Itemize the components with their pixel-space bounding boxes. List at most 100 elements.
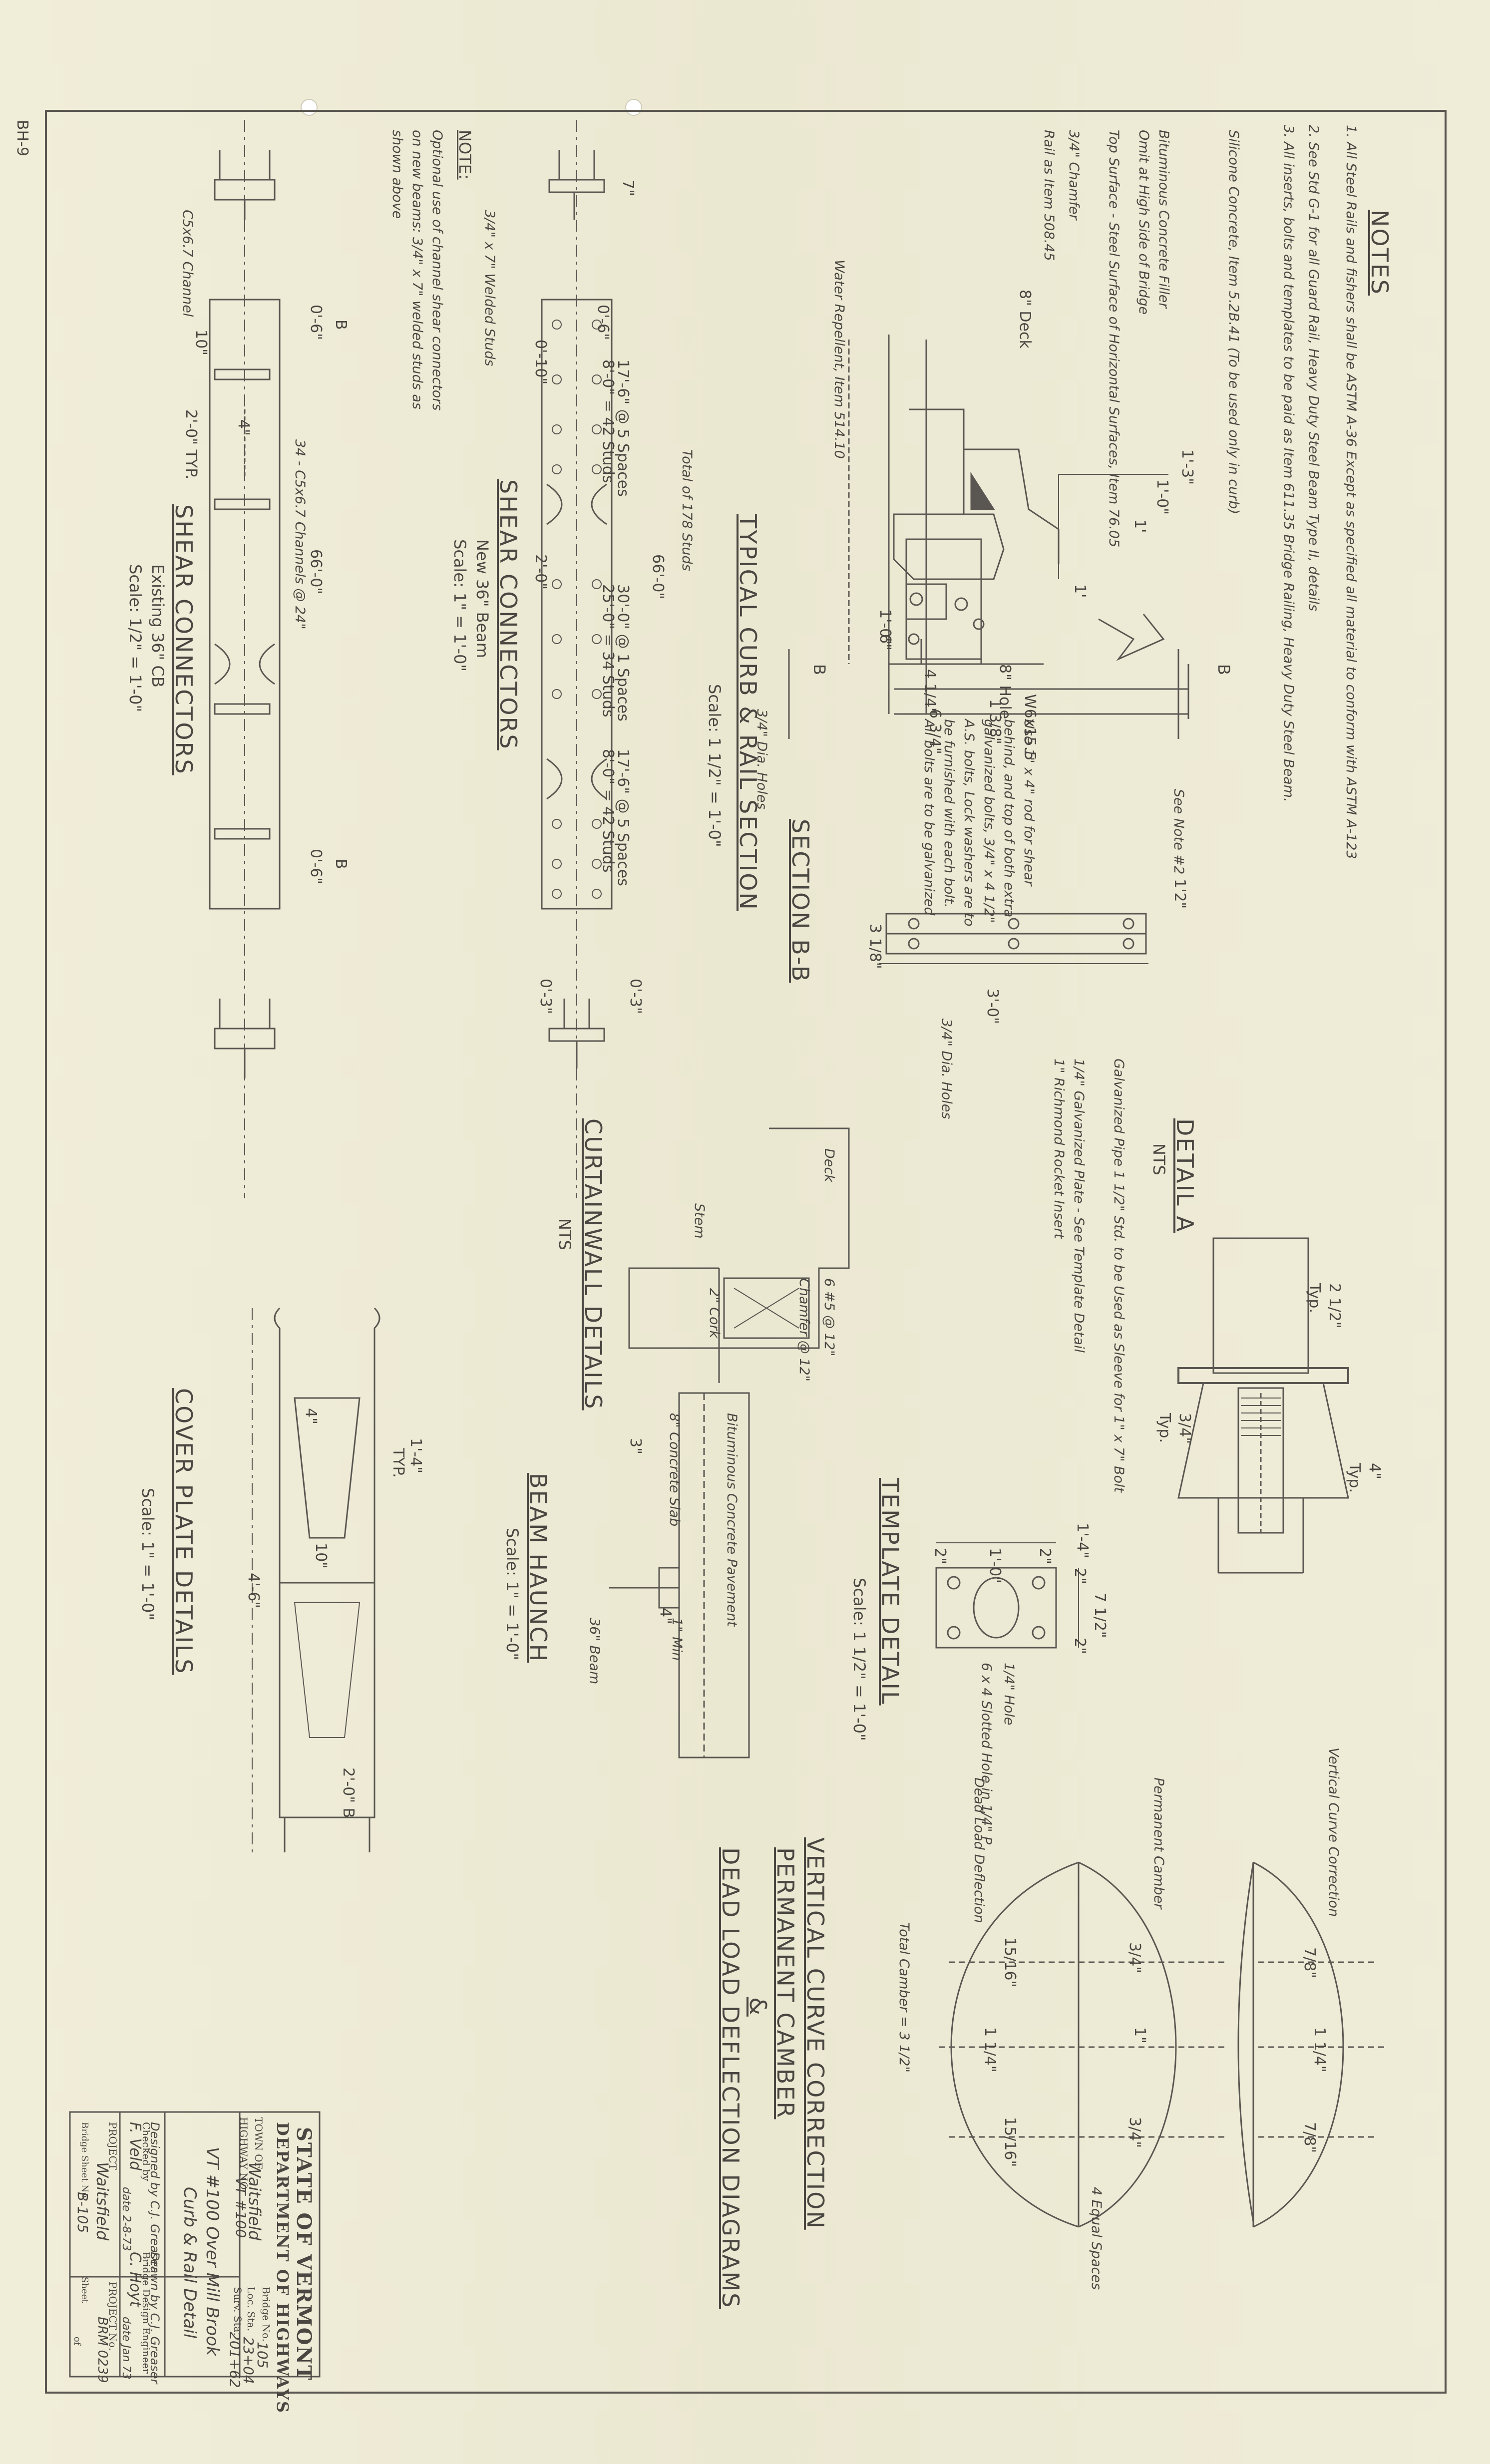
curb-callout: Water Repellent, Item 514.10 [831, 260, 847, 459]
beam-haunch-title: BEAM HAUNCH [525, 1473, 552, 1663]
tb-state: STATE OF VERMONT [292, 2127, 316, 2381]
tb-sig1: F. Veld [126, 2122, 144, 2171]
camber-value: 15/16" [1001, 1937, 1019, 1988]
curb-callout: Omit at High Side of Bridge [1136, 130, 1151, 315]
section-bb-dim: 3/4" Dia. Holes [939, 1019, 954, 1119]
section-bb-dim: 3 1/8" [866, 924, 884, 969]
detail-a-dim: 3/4" [1176, 1413, 1193, 1444]
note-1: 1. All Steel Rails and fishers shall be … [1343, 125, 1359, 859]
shear-new-dim: 8'-0" = 42 Studs [599, 359, 617, 483]
sheet-ref: BH-9 [13, 120, 31, 157]
curtainwall-title: CURTAINWALL DETAILS [580, 1118, 607, 1410]
camber-title-4: DEAD LOAD DEFLECTION DIAGRAMS [717, 1847, 744, 2309]
curtainwall-callout: 2" Cork [707, 1288, 722, 1339]
shear-new-dim: 17'-6" @ 5 Spaces [614, 749, 632, 886]
shear-existing-dim: 4" [235, 419, 252, 436]
shear-existing-title: SHEAR CONNECTORS [170, 504, 197, 775]
tb-of-label: of [72, 2337, 82, 2346]
curb-dim: 1 3/8" [986, 699, 1004, 744]
shear-new-dim: 8'-0" = 42 Studs [599, 749, 617, 873]
detail-a-callout: 1" Richmond Rocket Insert [1051, 1058, 1067, 1239]
notes-title: NOTES [1366, 210, 1393, 296]
cover-plate-dim: TYP. [389, 1448, 407, 1478]
cover-plate-dim: 10" [312, 1543, 330, 1569]
curtainwall-nts: NTS [555, 1218, 574, 1250]
shear-new-dim: 2'-0" [532, 554, 549, 590]
detail-a-dim: Typ. [1346, 1463, 1363, 1493]
template-callout: 1/4" Hole [1001, 1663, 1017, 1726]
curb-dim: 4 1/4" [921, 669, 939, 714]
curb-section-title: TYPICAL CURB & RAIL SECTION [735, 514, 761, 911]
camber-value: 3/4" [1126, 1942, 1143, 1974]
tb-project-no: BRM 0239 [95, 2317, 110, 2383]
tb-survsta-label: Surv. Sta. [232, 2287, 244, 2336]
camber-value: 7/8" [1301, 2122, 1318, 2153]
template-dim: 2" [1036, 1548, 1054, 1564]
binder-hole [625, 99, 642, 116]
curb-callout: Rail as Item 508.45 [1041, 130, 1057, 261]
section-mark-b: B [1214, 664, 1233, 675]
tb-project-loc: Waitsfield [93, 2162, 112, 2241]
curtainwall-drawing [628, 1127, 850, 1383]
cover-plate-dim: 1'-4" [407, 1438, 424, 1474]
beam-haunch-callout: 36" Beam [587, 1618, 602, 1685]
shear-new-dim: 7" [619, 180, 637, 196]
cover-plate-dim: 2'-0" B [340, 1767, 357, 1818]
shear-new-title: SHEAR CONNECTORS [495, 479, 522, 750]
tb-bridge-label: Bridge No. [260, 2287, 272, 2342]
camber-diagrams [939, 1861, 1388, 2228]
curb-rail-section-drawing [788, 335, 1189, 739]
curb-callout: Top Surface - Steel Surface of Horizonta… [1106, 130, 1121, 548]
shear-existing-dim: 66'-0" [307, 549, 325, 595]
camber-diagram-label: Dead Load Deflection [971, 1777, 987, 1923]
curb-callout: Bituminous Concrete Filler [1156, 130, 1171, 309]
shear-existing-callout: 34 - C5x6.7 Channels @ 24" [292, 439, 308, 630]
tb-date2: date Jan 73 [120, 2317, 132, 2380]
template-detail-scale: Scale: 1 1/2" = 1'-0" [850, 1578, 869, 1741]
shear-existing-dim: 10" [192, 330, 210, 355]
tb-dept: DEPARTMENT OF HIGHWAYS [273, 2122, 292, 2414]
section-mark-b: B [810, 664, 829, 675]
template-detail-drawing [935, 1542, 1079, 1649]
detail-a-title: DETAIL A [1171, 1118, 1198, 1233]
camber-title-2: PERMANENT CAMBER [772, 1847, 799, 2119]
curtainwall-callout: Chamfer @ 12" [796, 1278, 812, 1382]
shear-note-title: NOTE: [455, 130, 474, 180]
camber-value: 15/16" [1001, 2117, 1019, 2167]
camber-diagram-label: Permanent Camber [1151, 1777, 1166, 1909]
shear-new-scale: Scale: 1" = 1'-0" [450, 539, 469, 672]
curb-dim: 1'-0" [1153, 479, 1171, 515]
template-dim: 2" [1071, 1638, 1089, 1654]
detail-a-dim: 2 1/2" [1326, 1283, 1343, 1329]
detail-a-callout: 1/4" Galvanized Plate - See Template Det… [1071, 1058, 1087, 1353]
total-camber: Total Camber = 3 1/2" [896, 1922, 912, 2073]
note-2: 2. See Std G-1 for all Guard Rail, Heavy… [1306, 125, 1321, 612]
beam-haunch-dim: 3" [627, 1438, 644, 1454]
curb-dim: 1'-3" [1178, 449, 1196, 485]
curb-dim: 1' [1071, 584, 1089, 598]
beam-haunch-drawing [609, 1392, 750, 1759]
camber-value: 7/8" [1301, 1947, 1318, 1979]
camber-title-1: VERTICAL CURVE CORRECTION [802, 1837, 829, 2230]
shear-new-dim: 0'-3" [537, 979, 554, 1015]
tb-highway: VT #100 [233, 2177, 249, 2238]
detail-a-dim: Typ. [1306, 1283, 1323, 1313]
sheet-border [45, 110, 1447, 2394]
cover-plate-scale: Scale: 1" = 1'-0" [138, 1488, 157, 1621]
curb-dim: 6 3/4" [926, 709, 944, 754]
shear-new-dim: 0'-3" [627, 979, 644, 1015]
section-bb-title: SECTION B-B [787, 819, 814, 983]
curtainwall-callout: Stem [692, 1203, 707, 1239]
curb-callout: Silicone Concrete, Item 5.2B.41 (To be u… [1226, 130, 1241, 515]
shear-new-callout: 3/4" x 7" Welded Studs [482, 210, 497, 366]
camber-value: 1 1/4" [1311, 2027, 1328, 2073]
shear-new-callout: Total of 178 Studs [679, 449, 695, 571]
section-bb-dim: 1'2" [1171, 879, 1188, 909]
template-dim: 1'-4" [1074, 1523, 1091, 1559]
shear-new-dim: 25'-0" = 34 Studs [599, 584, 617, 717]
tb-date1: date 2-8-73 [120, 2187, 132, 2251]
tb-desc2: Curb & Rail Detail [180, 2187, 200, 2339]
tb-town-label: TOWN OF [253, 2117, 265, 2169]
cover-plate-drawing [252, 1307, 380, 1852]
